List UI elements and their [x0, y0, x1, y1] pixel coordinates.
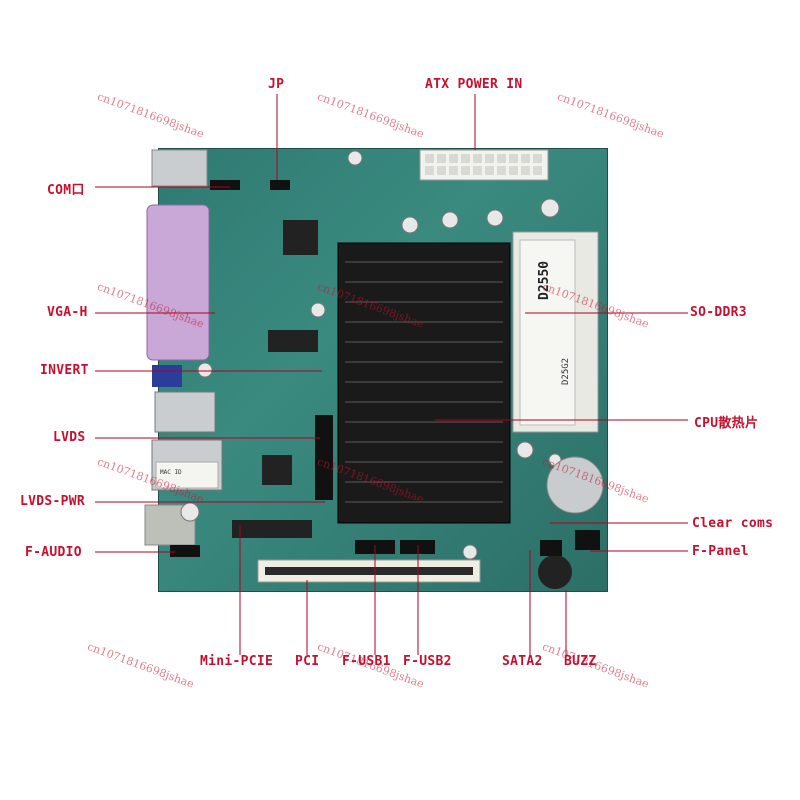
label-lvds: LVDS	[53, 430, 86, 445]
usb-ports	[154, 391, 216, 433]
cpu-batch-marking: D25G2	[561, 358, 571, 385]
mac-label	[155, 461, 219, 489]
label-buzz: BUZZ	[564, 654, 597, 669]
ps2-port	[151, 149, 208, 187]
mini-pcie-slot	[232, 520, 312, 538]
lan-chip	[262, 455, 292, 485]
label-clear-coms: Clear coms	[692, 516, 774, 531]
lvds-chip	[268, 330, 318, 352]
label-so-ddr3: SO-DDR3	[690, 305, 747, 320]
cmos-battery	[546, 456, 604, 514]
leader-lines	[95, 94, 688, 655]
label-f-usb2: F-USB2	[403, 654, 452, 669]
mac-id-text: MAC ID	[160, 469, 182, 476]
io-chip	[283, 220, 318, 255]
label-lvds-pwr: LVDS-PWR	[20, 494, 86, 509]
label-f-audio: F-AUDIO	[25, 545, 82, 560]
label-atx-power-in: ATX POWER IN	[425, 77, 523, 92]
cpu-model-marking: D2550	[537, 261, 552, 300]
label-sata2: SATA2	[502, 654, 543, 669]
label-vga-h: VGA-H	[47, 305, 88, 320]
label-com: COM口	[47, 183, 85, 198]
label-f-usb1: F-USB1	[342, 654, 391, 669]
label-cpu-heatsink: CPU散热片	[694, 416, 759, 431]
label-f-panel: F-Panel	[692, 544, 749, 559]
label-pci: PCI	[295, 654, 320, 669]
vga-port	[152, 365, 182, 387]
label-invert: INVERT	[40, 363, 89, 378]
label-jp: JP	[268, 77, 285, 92]
label-mini-pcie: Mini-PCIE	[200, 654, 274, 669]
parallel-port	[146, 204, 210, 361]
buzzer	[538, 555, 572, 589]
